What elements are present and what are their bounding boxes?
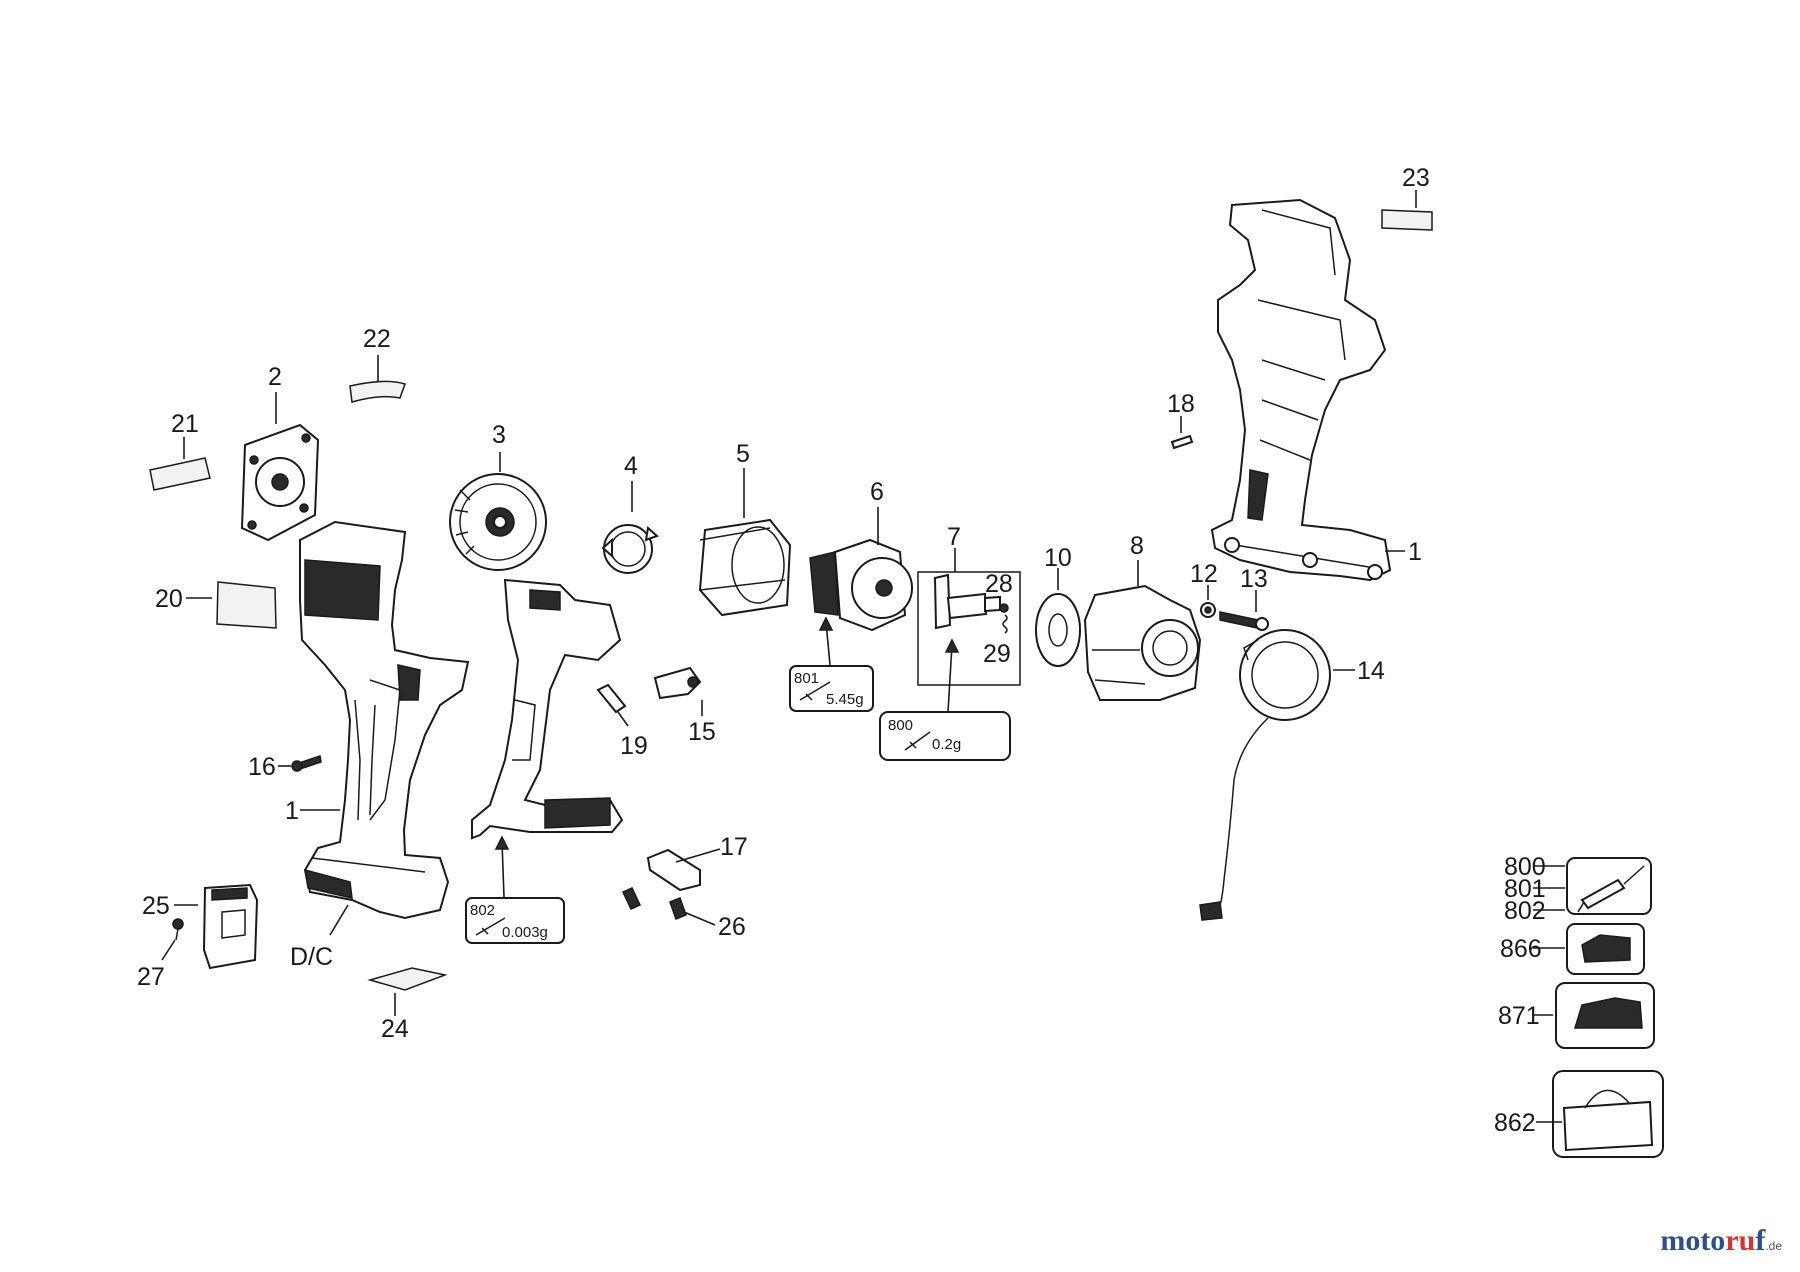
site-watermark: motoruf.de [1660, 1224, 1782, 1258]
part-16-screw: 16 [248, 753, 322, 781]
part-20-label-sticker: 20 [155, 581, 277, 629]
part-1-right-housing-half: 1 [1210, 198, 1422, 582]
callout-10: 10 [1044, 544, 1072, 572]
callout-4: 4 [624, 452, 638, 480]
callout-12: 12 [1190, 560, 1218, 588]
callout-871: 871 [1498, 1002, 1540, 1030]
callout-19: 19 [620, 732, 648, 760]
grease-801-amount: 5.45g [826, 691, 864, 708]
callout-25: 25 [142, 892, 170, 920]
callout-7: 7 [947, 523, 961, 551]
part-2-motor-end-cap: 2 [240, 363, 320, 542]
part-10-washer: 10 [1035, 544, 1081, 667]
callout-1-right: 1 [1408, 538, 1422, 566]
callout-23: 23 [1402, 164, 1430, 192]
callout-8: 8 [1130, 532, 1144, 560]
callout-6: 6 [870, 478, 884, 506]
part-5-ring-gear-housing: 5 [698, 440, 792, 617]
grease-box-800: 800 0.2g [879, 711, 1011, 761]
part-7-anvil-group: 7 28 29 [917, 523, 1021, 713]
part-26-screws: 26 [621, 887, 746, 941]
accessory-tool-bag: 862 [1494, 1070, 1664, 1158]
accessory-charger: 871 [1498, 982, 1655, 1049]
callout-dc: D/C [290, 943, 333, 971]
part-19-screw: 19 [596, 683, 648, 760]
callout-27: 27 [137, 963, 165, 991]
grease-box-801: 801 5.45g [789, 665, 874, 712]
callout-29: 29 [983, 640, 1011, 668]
callout-24: 24 [381, 1015, 409, 1043]
callout-17: 17 [720, 833, 748, 861]
watermark-part-b: ru [1725, 1224, 1756, 1257]
part-18-pin: 18 [1167, 390, 1195, 450]
callout-2: 2 [268, 363, 282, 391]
part-21-label-sticker: 21 [149, 410, 211, 491]
grease-800-amount: 0.2g [932, 736, 961, 753]
callout-866: 866 [1500, 935, 1542, 963]
part-14-led-ring: 14 [1199, 629, 1385, 921]
callout-21: 21 [171, 410, 199, 438]
grease-802-code: 802 [470, 902, 495, 919]
callout-14: 14 [1357, 657, 1385, 685]
part-13-screw: 13 [1219, 565, 1269, 631]
callout-15: 15 [688, 718, 716, 746]
accessory-battery: 866 [1500, 923, 1645, 975]
grease-802-amount: 0.003g [502, 924, 548, 941]
part-4-retaining-plate: 4 [601, 452, 659, 574]
part-23-label-sticker: 23 [1381, 164, 1433, 231]
accessory-grease-tubes: 800 801 802 [1504, 853, 1652, 925]
part-6-planetary-gear-assembly: 6 [809, 478, 913, 666]
callout-26: 26 [718, 913, 746, 941]
part-24-label-sticker: 24 [367, 967, 448, 1043]
part-1-left-housing-half: 1 D/C [285, 520, 470, 971]
callout-801: 801 [1504, 875, 1546, 903]
grease-801-code: 801 [794, 670, 819, 687]
part-12-nut: 12 [1190, 560, 1218, 618]
part-25-belt-clip: 25 [142, 883, 259, 970]
watermark-part-c: f [1755, 1224, 1766, 1257]
grease-800-code: 800 [888, 717, 913, 734]
callout-1-left: 1 [285, 797, 299, 825]
part-22-label-sticker: 22 [349, 325, 406, 403]
part-27-screw: 27 [137, 918, 184, 991]
callout-13: 13 [1240, 565, 1268, 593]
callout-800: 800 [1504, 853, 1546, 881]
part-17-led-board: 17 [646, 833, 748, 892]
callout-16: 16 [248, 753, 276, 781]
part-8-hammer-case: 8 [1083, 532, 1202, 701]
callout-22: 22 [363, 325, 391, 353]
part-3-motor-and-switch-assembly: 3 [449, 421, 624, 840]
callout-28: 28 [985, 570, 1013, 598]
callout-20: 20 [155, 585, 183, 613]
grease-box-802: 802 0.003g [465, 835, 565, 944]
watermark-part-a: moto [1660, 1224, 1726, 1257]
callout-862: 862 [1494, 1109, 1536, 1137]
callout-802: 802 [1504, 897, 1546, 925]
callout-18: 18 [1167, 390, 1195, 418]
part-15-direction-switch: 15 [653, 666, 716, 746]
watermark-part-d: .de [1765, 1239, 1782, 1253]
callout-5: 5 [736, 440, 750, 468]
callout-3: 3 [492, 421, 506, 449]
